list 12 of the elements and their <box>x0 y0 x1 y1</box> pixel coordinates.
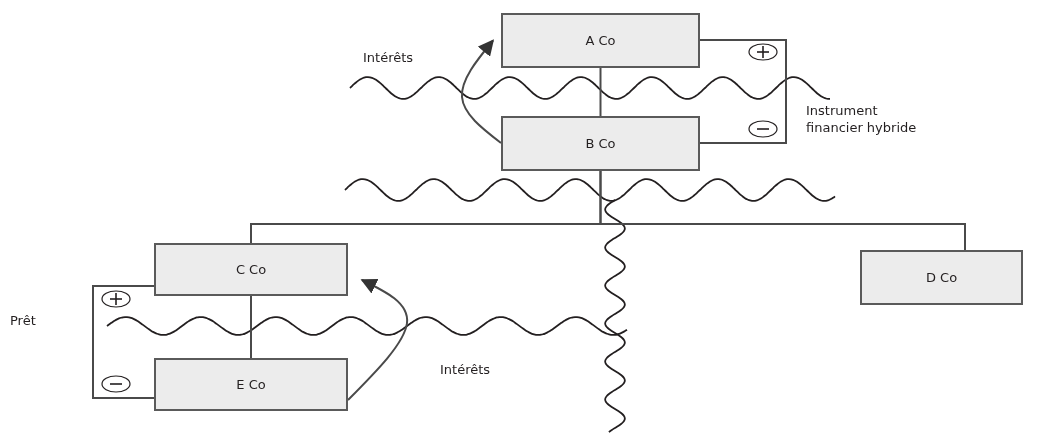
company-box: D Co <box>860 250 1023 305</box>
company-box: C Co <box>154 243 348 296</box>
company-box: B Co <box>501 116 700 171</box>
connector-line <box>599 67 602 117</box>
connector-line <box>92 285 155 399</box>
connector-line <box>250 295 252 359</box>
curved-arrow <box>347 279 409 401</box>
curved-arrow <box>461 39 502 144</box>
company-box: A Co <box>501 13 700 68</box>
connector-line <box>599 170 966 251</box>
connector-line <box>699 39 787 144</box>
company-box: E Co <box>154 358 348 411</box>
